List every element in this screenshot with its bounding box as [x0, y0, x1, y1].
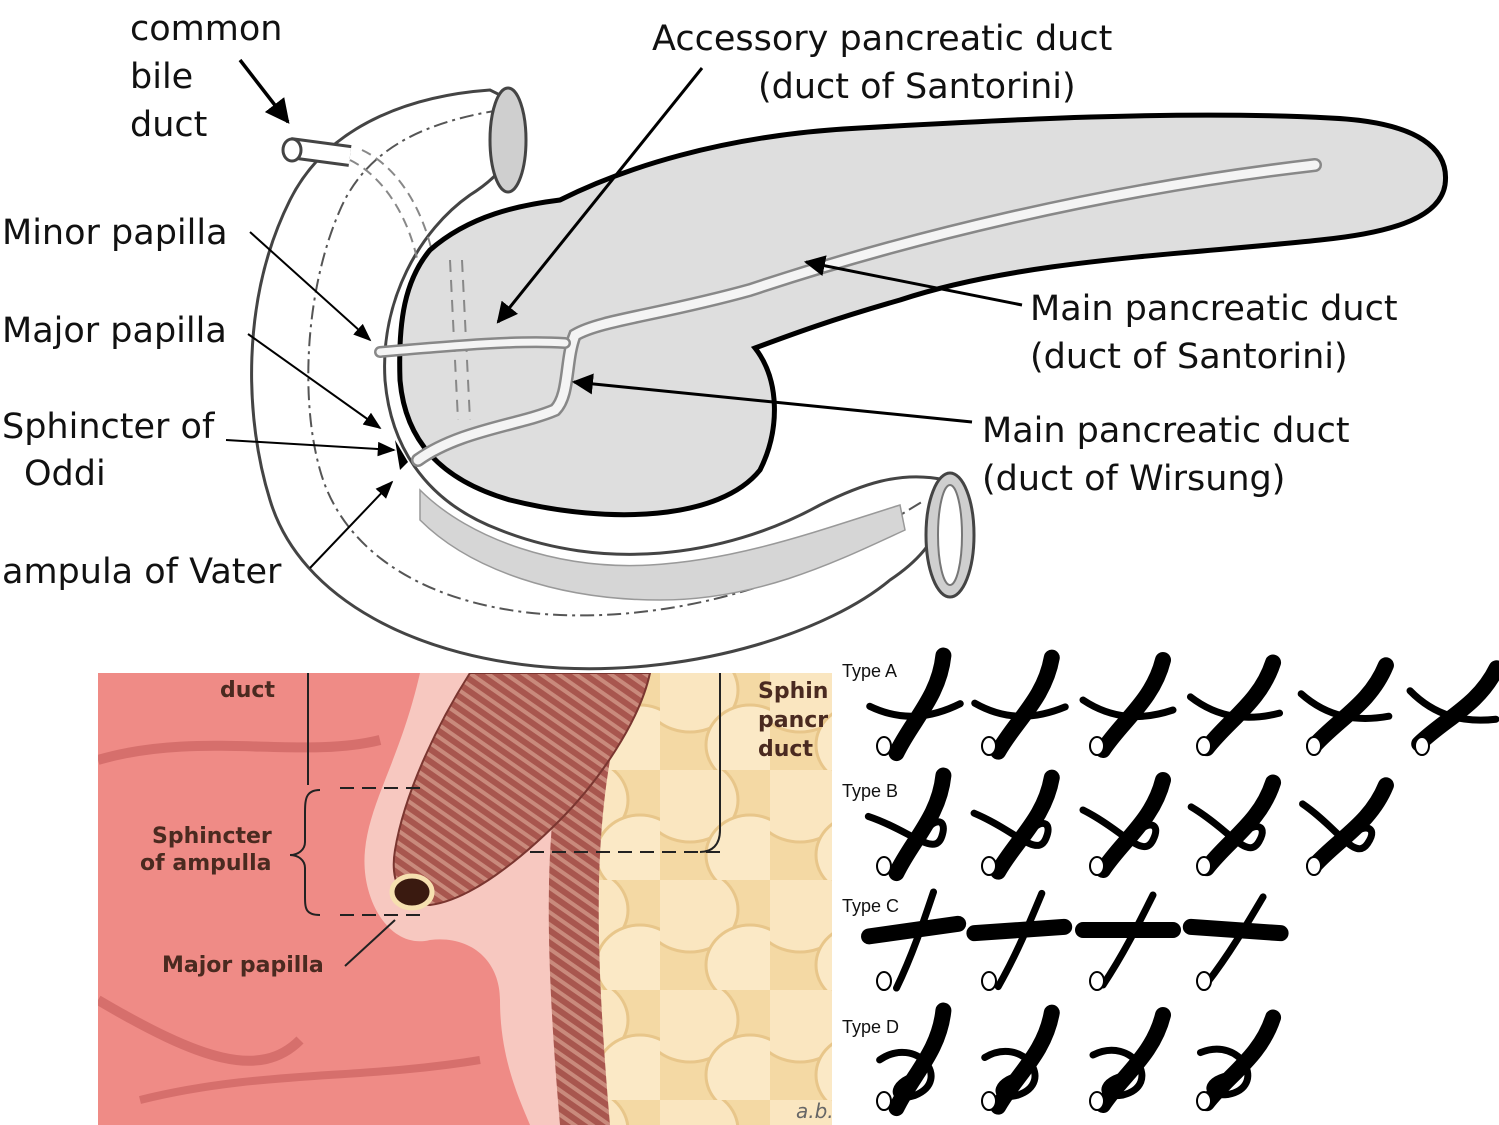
label-common-bile-duct-1: common	[130, 9, 282, 49]
arrow-main-duct-wirsung	[571, 373, 973, 424]
label-main-duct-santorini-1: Main pancreatic duct	[1030, 289, 1398, 329]
arrow-accessory-duct	[496, 67, 704, 324]
duct-variant-3-1	[861, 888, 967, 992]
type-label-d: Type D	[842, 1017, 899, 1037]
arrow-main-duct-santorini	[803, 255, 1023, 307]
amp-label-sphincter-of-ampulla-1: Sphincter	[152, 824, 272, 849]
amp-label-duct: duct	[220, 678, 275, 703]
duct-variant-2-3	[1079, 772, 1171, 878]
duodenum-mucosa	[307, 109, 926, 617]
duct-variant-4-1	[876, 1002, 952, 1117]
ampulla-illustration: duct Sphin pancr duct Sphincter of ampul…	[98, 673, 834, 1125]
duct-variant-1-2	[971, 649, 1069, 760]
type-label-a: Type A	[842, 661, 897, 681]
label-ampula-of-vater: ampula of Vater	[2, 552, 282, 592]
label-main-duct-wirsung-2: (duct of Wirsung)	[982, 459, 1285, 499]
arrow-ampula-of-vater	[309, 480, 394, 569]
arrow-minor-papilla	[249, 231, 372, 342]
duodenum-folds	[419, 488, 906, 601]
label-sphincter-of-oddi-2: Oddi	[24, 454, 106, 494]
type-label-c: Type C	[842, 896, 899, 916]
label-common-bile-duct-3: duct	[130, 105, 207, 145]
pancreas-diagram: common bile duct Accessory pancreatic du…	[2, 9, 1449, 671]
duct-variant-2-2	[970, 769, 1060, 880]
pancreas-body	[397, 112, 1449, 518]
duct-variant-4-3	[1089, 1007, 1171, 1113]
papilla-orifice	[389, 873, 435, 911]
amp-label-sphincter-pancreatic-1: Sphin	[758, 679, 828, 704]
amp-signature: a.b.	[796, 1099, 834, 1123]
duct-variant-4-4	[1196, 1009, 1282, 1112]
duct-variant-1-5	[1297, 657, 1394, 756]
arrow-major-papilla	[247, 333, 382, 430]
amp-label-major-papilla: Major papilla	[162, 953, 324, 978]
amp-label-sphincter-pancreatic-2: pancr	[758, 708, 828, 733]
duodenum-end-top	[488, 86, 528, 194]
label-main-duct-santorini-2: (duct of Santorini)	[1030, 337, 1348, 377]
amp-label-sphincter-pancreatic-3: duct	[758, 737, 813, 762]
label-main-duct-wirsung-1: Main pancreatic duct	[982, 411, 1350, 451]
duct-variant-2-5	[1299, 777, 1394, 876]
duct-variant-2-1	[864, 767, 952, 882]
label-accessory-duct-2: (duct of Santorini)	[758, 67, 1076, 107]
papilla-cone	[392, 673, 652, 907]
duct-variant-1-4	[1186, 654, 1284, 757]
label-major-papilla: Major papilla	[2, 311, 227, 351]
duct-variant-3-2	[966, 889, 1073, 991]
duct-variant-3-3	[1075, 891, 1181, 991]
label-minor-papilla: Minor papilla	[2, 213, 228, 253]
duct-variant-4-2	[981, 1004, 1060, 1115]
duct-variant-1-3	[1079, 652, 1177, 758]
label-accessory-duct-1: Accessory pancreatic duct	[652, 19, 1112, 59]
duct-variant-1-6	[1406, 660, 1499, 756]
duct-variant-3-4	[1182, 893, 1289, 991]
arrow-common-bile-duct	[238, 58, 290, 124]
duct-type-grid: Type A Type B Type C Type D	[842, 647, 1499, 1117]
amp-label-sphincter-of-ampulla-2: of ampulla	[140, 851, 271, 876]
duct-variant-1-1	[866, 647, 964, 762]
type-label-b: Type B	[842, 781, 898, 801]
label-sphincter-of-oddi-1: Sphincter of	[2, 407, 215, 447]
label-common-bile-duct-2: bile	[130, 57, 193, 97]
duct-variant-2-4	[1187, 774, 1282, 877]
arrow-sphincter-of-oddi	[225, 439, 396, 457]
